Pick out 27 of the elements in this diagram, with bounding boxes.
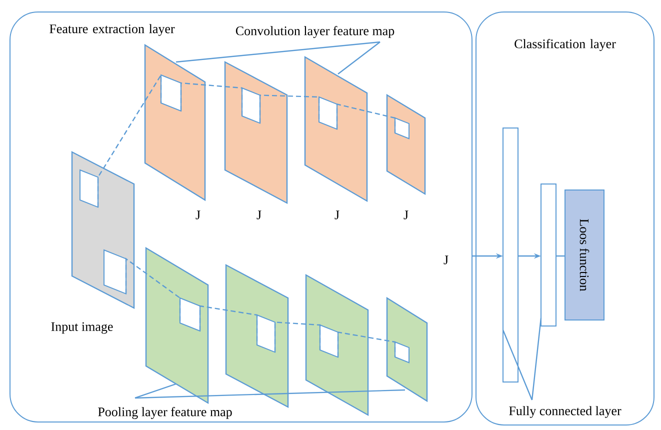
layer-bar	[540, 184, 556, 326]
leader-line	[176, 41, 380, 63]
projection-lines	[259, 94, 320, 124]
leader-line	[338, 42, 380, 74]
projection-lines	[337, 331, 396, 358]
node-label: Input image	[51, 322, 113, 334]
leader-line	[134, 383, 176, 399]
connector-line	[556, 255, 565, 257]
callout-label: Pooling layer feature map	[98, 407, 232, 419]
callout-label: Convolution layer feature map	[236, 26, 394, 38]
projection-lines	[199, 305, 258, 345]
feature-map	[225, 264, 289, 408]
ellipsis-mark: J	[404, 210, 408, 220]
projection-lines	[336, 103, 396, 133]
feature-map	[224, 61, 288, 204]
ellipsis-mark: J	[444, 256, 448, 264]
leader-line	[502, 330, 533, 400]
ellipsis-mark: J	[256, 210, 262, 220]
leader-line	[134, 389, 406, 399]
callout-label: Fully connected layer	[509, 406, 622, 418]
projection-lines	[180, 82, 243, 116]
ellipsis-mark: J	[196, 210, 200, 220]
ellipsis-mark: J	[334, 210, 340, 220]
leader-line	[531, 318, 542, 400]
loss-box: Loos function	[564, 190, 604, 320]
projection-lines	[274, 322, 321, 352]
layer-bar	[502, 128, 518, 382]
